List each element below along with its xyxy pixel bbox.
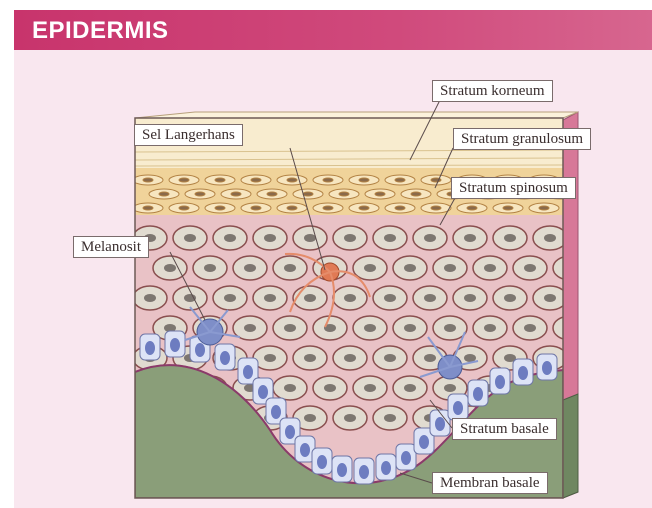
spinous-cell [293,346,327,370]
basal-cell [490,368,510,394]
spinous-cell [173,286,207,310]
basal-cell [468,380,488,406]
granule-cell [169,175,199,185]
granule-cell [277,175,307,185]
spinous-cell [153,256,187,280]
label-stratum-spinosum: Stratum spinosum [451,177,576,199]
basal-cell [376,454,396,480]
spinous-cell [413,226,447,250]
granule-cell [293,189,323,199]
spinous-cell [353,376,387,400]
spinous-cell [133,286,167,310]
spinous-cell [293,226,327,250]
granule-cell [133,203,163,213]
spinous-cell [213,286,247,310]
label-stratum-korneum: Stratum korneum [432,80,553,102]
spinous-cell [373,286,407,310]
spinous-cell [353,316,387,340]
granule-cell [313,175,343,185]
spinous-cell [293,286,327,310]
granule-cell [401,189,431,199]
granule-cell [421,203,451,213]
granule-cell [365,189,395,199]
spinous-cell [313,316,347,340]
block-top-surface [135,112,578,118]
block-front [133,118,587,498]
spinous-cell [253,286,287,310]
basal-cell [537,354,557,380]
basal-cell [396,444,416,470]
spinous-cell [493,286,527,310]
granule-cell [277,203,307,213]
spinous-cell [373,406,407,430]
granule-cell [169,203,199,213]
spinous-cell [533,226,567,250]
spinous-cell [373,226,407,250]
granule-cell [421,175,451,185]
spinous-cell [513,316,547,340]
granule-cell [205,175,235,185]
spinous-cell [433,316,467,340]
spinous-cell [253,226,287,250]
granule-cell [241,175,271,185]
spinous-cell [393,316,427,340]
spinous-cell [273,376,307,400]
granule-cell [493,203,523,213]
granule-cell [349,203,379,213]
label-sel-langerhans: Sel Langerhans [134,124,243,146]
spinous-cell [453,286,487,310]
spinous-cell [433,256,467,280]
spinous-cell [413,286,447,310]
granule-cell [349,175,379,185]
spinous-cell [333,226,367,250]
spinous-cell [233,256,267,280]
granule-cell [257,189,287,199]
spinous-cell [513,256,547,280]
spinous-cell [393,376,427,400]
spinous-cell [333,286,367,310]
granule-cell [529,203,559,213]
label-melanosit: Melanosit [73,236,149,258]
label-membran-basale: Membran basale [432,472,548,494]
spinous-cell [333,346,367,370]
granule-cell [205,203,235,213]
spinous-cell [493,226,527,250]
label-stratum-granulosum: Stratum granulosum [453,128,591,150]
spinous-cell [373,346,407,370]
granule-cell [313,203,343,213]
basal-cell [354,458,374,484]
granule-cell [241,203,271,213]
spinous-cell [273,316,307,340]
spinous-cell [473,316,507,340]
basal-cell [448,394,468,420]
spinous-cell [173,226,207,250]
granule-cell [221,189,251,199]
granule-cell [149,189,179,199]
basal-cell [332,456,352,482]
basal-cell [165,331,185,357]
spinous-cell [453,226,487,250]
granule-cell [385,175,415,185]
spinous-cell [333,406,367,430]
granule-cell [133,175,163,185]
spinous-cell [533,286,567,310]
granule-cell [185,189,215,199]
block-side-dermis [563,394,578,498]
granule-cell [385,203,415,213]
spinous-cell [393,256,427,280]
spinous-cell [353,256,387,280]
granule-cell [329,189,359,199]
spinous-cell [213,226,247,250]
basal-cell [312,448,332,474]
granule-cell [457,203,487,213]
basal-cell [140,334,160,360]
spinous-cell [473,256,507,280]
spinous-cell [273,256,307,280]
spinous-cell [193,256,227,280]
label-stratum-basale: Stratum basale [452,418,557,440]
basal-cell [215,344,235,370]
basal-cell [513,359,533,385]
spinous-cell [313,376,347,400]
basal-cell [430,410,450,436]
